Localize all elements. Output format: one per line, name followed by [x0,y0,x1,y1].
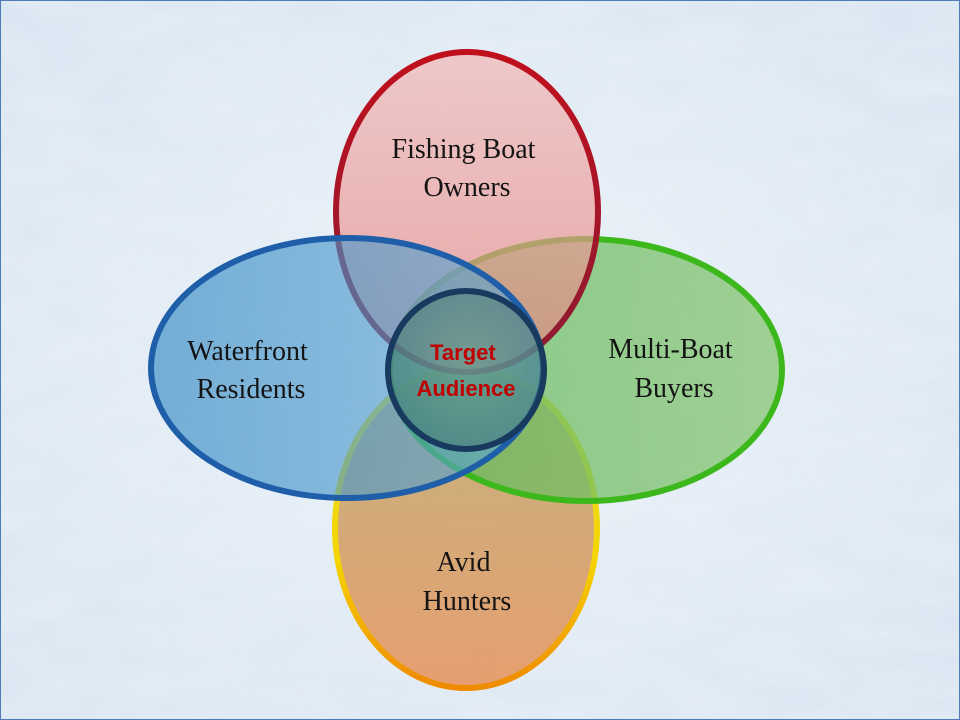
target-audience-label: Target Audience [416,340,515,401]
waterfront-label-line2: Residents [197,374,306,405]
fishing-label-line1: Fishing Boat [392,134,536,165]
multiboat-label-line1: Multi-Boat [608,334,733,365]
target-audience-line1: Target [430,340,496,365]
waterfront-label-line1: Waterfront [187,336,308,367]
waterfront-label: Waterfront Residents [187,336,315,405]
hunters-label: Avid Hunters [423,547,512,617]
target-audience-line2: Audience [416,376,515,401]
target-audience-ellipse [385,288,547,452]
multiboat-label: Multi-Boat Buyers [608,334,739,404]
fishing-label: Fishing Boat Owners [392,134,543,203]
hunters-label-line1: Avid [437,547,491,578]
hunters-label-line2: Hunters [423,586,512,617]
multiboat-label-line2: Buyers [634,373,713,404]
fishing-label-line2: Owners [423,172,510,203]
